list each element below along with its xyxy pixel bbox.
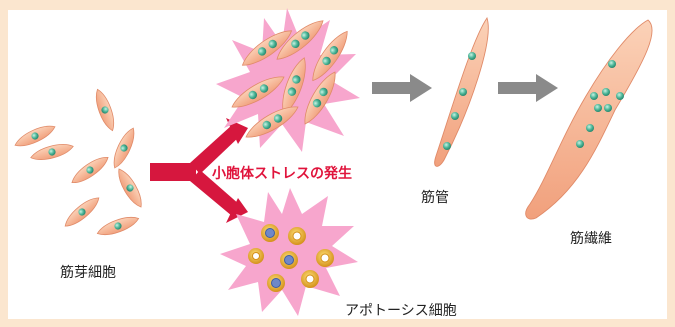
- myotube: [435, 18, 489, 166]
- label-apoptosis: アポトーシス細胞: [345, 300, 457, 320]
- label-er-stress: 小胞体ストレスの発生: [212, 163, 352, 183]
- label-myofiber: 筋繊維: [570, 228, 612, 248]
- process-arrow-1: [372, 74, 432, 102]
- myofiber: [526, 20, 652, 219]
- myoblast-cells: [13, 87, 147, 239]
- label-myoblast: 筋芽細胞: [60, 262, 116, 282]
- process-arrow-2: [498, 74, 558, 102]
- label-myotube: 筋管: [421, 187, 449, 207]
